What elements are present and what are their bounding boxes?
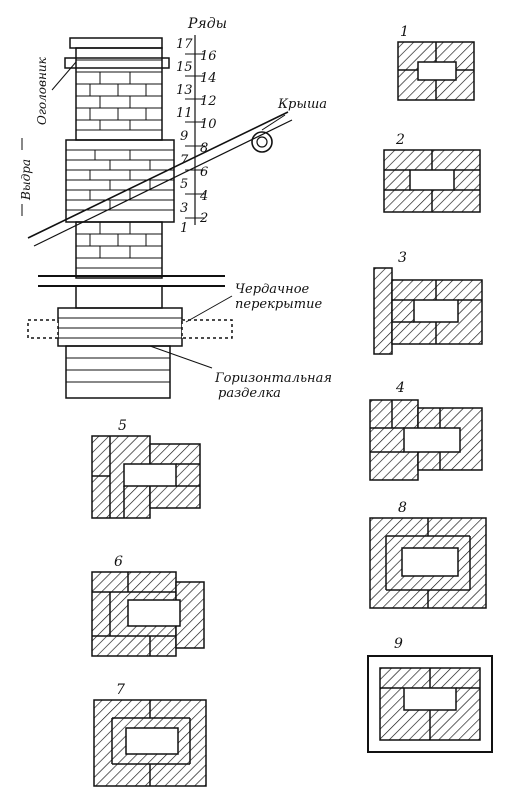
vydra-label: Выдра xyxy=(19,159,33,201)
course-1-plan xyxy=(397,41,475,101)
course-label: 2 xyxy=(395,132,405,148)
course-label: 7 xyxy=(116,682,125,698)
row-number: 7 xyxy=(180,153,189,168)
attic-label-line2: перекрытие xyxy=(235,297,322,312)
course-7-plan xyxy=(93,699,207,787)
chimney-lower-stack xyxy=(75,221,163,279)
brick-joints-upper xyxy=(76,59,162,131)
row-number: 12 xyxy=(200,94,217,109)
razdelka xyxy=(57,307,183,347)
roof-line-inner xyxy=(33,119,293,247)
course-label: 9 xyxy=(394,636,403,652)
chimney-cap-lower xyxy=(64,57,170,69)
course-label: 4 xyxy=(395,380,405,396)
attic-leader xyxy=(185,295,233,323)
course-4-plan xyxy=(369,399,483,481)
roof-fixture-icon xyxy=(251,131,273,153)
chimney-cap xyxy=(69,37,163,49)
row-number: 16 xyxy=(200,49,217,64)
row-number: 13 xyxy=(176,83,193,98)
ogolovnik-leader xyxy=(51,61,77,91)
row-number: 1 xyxy=(180,221,188,236)
chimney-elevation xyxy=(21,35,293,399)
row-number: 17 xyxy=(176,37,193,52)
row-number: 3 xyxy=(180,201,188,216)
row-number: 2 xyxy=(199,211,208,226)
course-5-plan xyxy=(91,435,201,519)
course-label: 8 xyxy=(398,500,407,516)
row-number: 5 xyxy=(180,177,188,192)
attic-slab-left xyxy=(27,319,59,339)
roof-leader xyxy=(261,114,286,131)
course-2-plan xyxy=(383,149,481,213)
chimney-mid-stack xyxy=(75,285,163,309)
brick-joints-vydra xyxy=(66,149,174,211)
roof-label: Крыша xyxy=(277,97,327,112)
rows-title: Ряды xyxy=(187,16,227,32)
course-label: 5 xyxy=(118,418,127,434)
razdelka-leader xyxy=(149,345,213,369)
course-label: 6 xyxy=(114,554,123,570)
rows-left-numbers: 17 15 13 11 9 7 5 3 1 xyxy=(176,37,193,236)
row-number: 9 xyxy=(180,129,188,144)
razdelka-label-line2: разделка xyxy=(218,386,281,401)
row-number: 11 xyxy=(176,106,193,121)
rows-scale-ticks xyxy=(185,53,205,219)
chimney-bottom-stack xyxy=(65,345,171,399)
row-number: 14 xyxy=(200,71,217,86)
row-number: 6 xyxy=(200,165,208,180)
ogolovnik-label: Оголовник xyxy=(35,56,49,125)
course-9-plan xyxy=(367,655,493,753)
course-label: 1 xyxy=(400,24,409,40)
row-number: 15 xyxy=(176,60,193,75)
course-label: 3 xyxy=(398,250,407,266)
chimney-upper-stack xyxy=(75,47,163,141)
course-6-plan xyxy=(91,571,205,657)
row-number: 8 xyxy=(200,141,208,156)
razdelka-label-line1: Горизонтальная xyxy=(214,371,332,386)
course-8-plan xyxy=(369,517,487,609)
row-number: 4 xyxy=(199,189,208,204)
rows-right-numbers: 16 14 12 10 8 6 4 2 xyxy=(199,49,217,226)
attic-slab-right xyxy=(181,319,233,339)
attic-label-line1: Чердачное xyxy=(235,282,310,297)
course-3-plan xyxy=(373,267,483,355)
brick-joints-lower xyxy=(76,222,162,269)
roof-line xyxy=(27,111,289,239)
row-number: 10 xyxy=(200,117,217,132)
